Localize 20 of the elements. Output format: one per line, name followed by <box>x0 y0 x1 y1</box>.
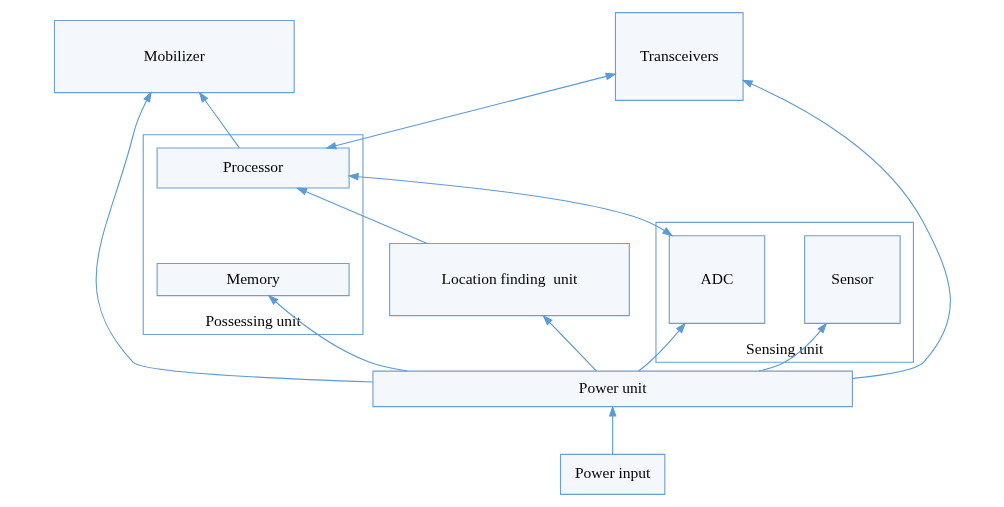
arrow <box>347 172 673 237</box>
node-box: Mobilizer <box>53 19 295 94</box>
node-box: Power input <box>559 453 665 495</box>
arrow <box>541 314 597 372</box>
arrow <box>95 91 373 383</box>
arrow <box>637 322 686 372</box>
node-box: Power unit <box>371 370 853 408</box>
node-box: Location finding unit <box>388 242 630 317</box>
arrow <box>324 72 617 150</box>
arrow <box>757 322 827 372</box>
arrow <box>198 91 240 149</box>
arrow <box>741 79 951 379</box>
node-box: Transceivers <box>614 12 744 101</box>
node-box: ADC <box>668 235 765 324</box>
arrow <box>295 187 428 244</box>
node-box: Sensor <box>803 235 901 324</box>
arrow <box>608 405 617 455</box>
node-box: Memory <box>156 262 350 297</box>
node-box: Processor <box>156 147 350 189</box>
arrow <box>267 294 408 372</box>
